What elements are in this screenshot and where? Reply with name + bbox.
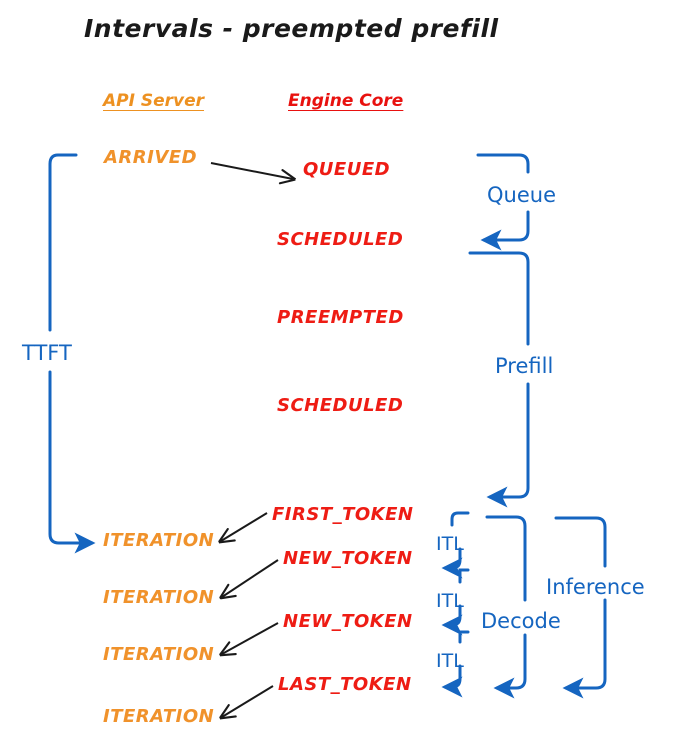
connector-first-token-to-iteration [221, 512, 268, 541]
state-iteration-2: ITERATION [103, 587, 215, 608]
bracket-itl-2-upper [458, 568, 470, 584]
connector-new-token-to-iteration-1 [222, 559, 279, 597]
state-arrived: ARRIVED [104, 147, 198, 168]
state-new-token-2: NEW_TOKEN [283, 611, 413, 632]
interval-label-inference: Inference [546, 575, 645, 599]
bracket-inference-lower [562, 598, 607, 699]
interval-label-decode: Decode [481, 609, 561, 633]
bracket-decode-upper [485, 515, 527, 602]
column-header-api-server: API Server [103, 91, 205, 111]
bracket-prefill-upper [468, 251, 530, 346]
bracket-decode-lower [493, 633, 527, 699]
state-iteration-3: ITERATION [103, 644, 215, 665]
bracket-queue-lower [480, 210, 530, 251]
bracket-prefill-lower [486, 382, 530, 508]
column-header-engine-core: Engine Core [288, 91, 404, 111]
bracket-itl-3-upper [458, 630, 470, 644]
state-last-token: LAST_TOKEN [278, 674, 412, 695]
interval-label-queue: Queue [487, 183, 556, 207]
state-first-token: FIRST_TOKEN [272, 504, 414, 525]
bracket-ttft-lower [48, 370, 96, 554]
state-iteration-4: ITERATION [103, 706, 215, 727]
interval-label-itl-3: ITL [436, 650, 464, 672]
connector-last-token-to-iteration [222, 685, 274, 717]
connector-new-token-to-iteration-2 [222, 622, 279, 654]
state-scheduled-2: SCHEDULED [277, 395, 404, 416]
state-queued: QUEUED [303, 159, 391, 180]
state-iteration-1: ITERATION [103, 530, 215, 551]
state-preempted: PREEMPTED [277, 307, 404, 328]
interval-label-ttft: TTFT [22, 341, 72, 365]
bracket-inference-upper [554, 516, 607, 568]
interval-label-prefill: Prefill [495, 354, 554, 378]
connector-arrived-to-queued [210, 162, 293, 179]
bracket-itl-1-upper [450, 511, 470, 527]
state-new-token-1: NEW_TOKEN [283, 548, 413, 569]
state-scheduled-1: SCHEDULED [277, 229, 404, 250]
bracket-ttft-upper [48, 153, 78, 332]
page-title: Intervals - preempted prefill [84, 14, 499, 43]
interval-label-itl-2: ITL [436, 590, 464, 612]
interval-label-itl-1: ITL [436, 533, 464, 555]
bracket-queue-upper [476, 153, 530, 174]
